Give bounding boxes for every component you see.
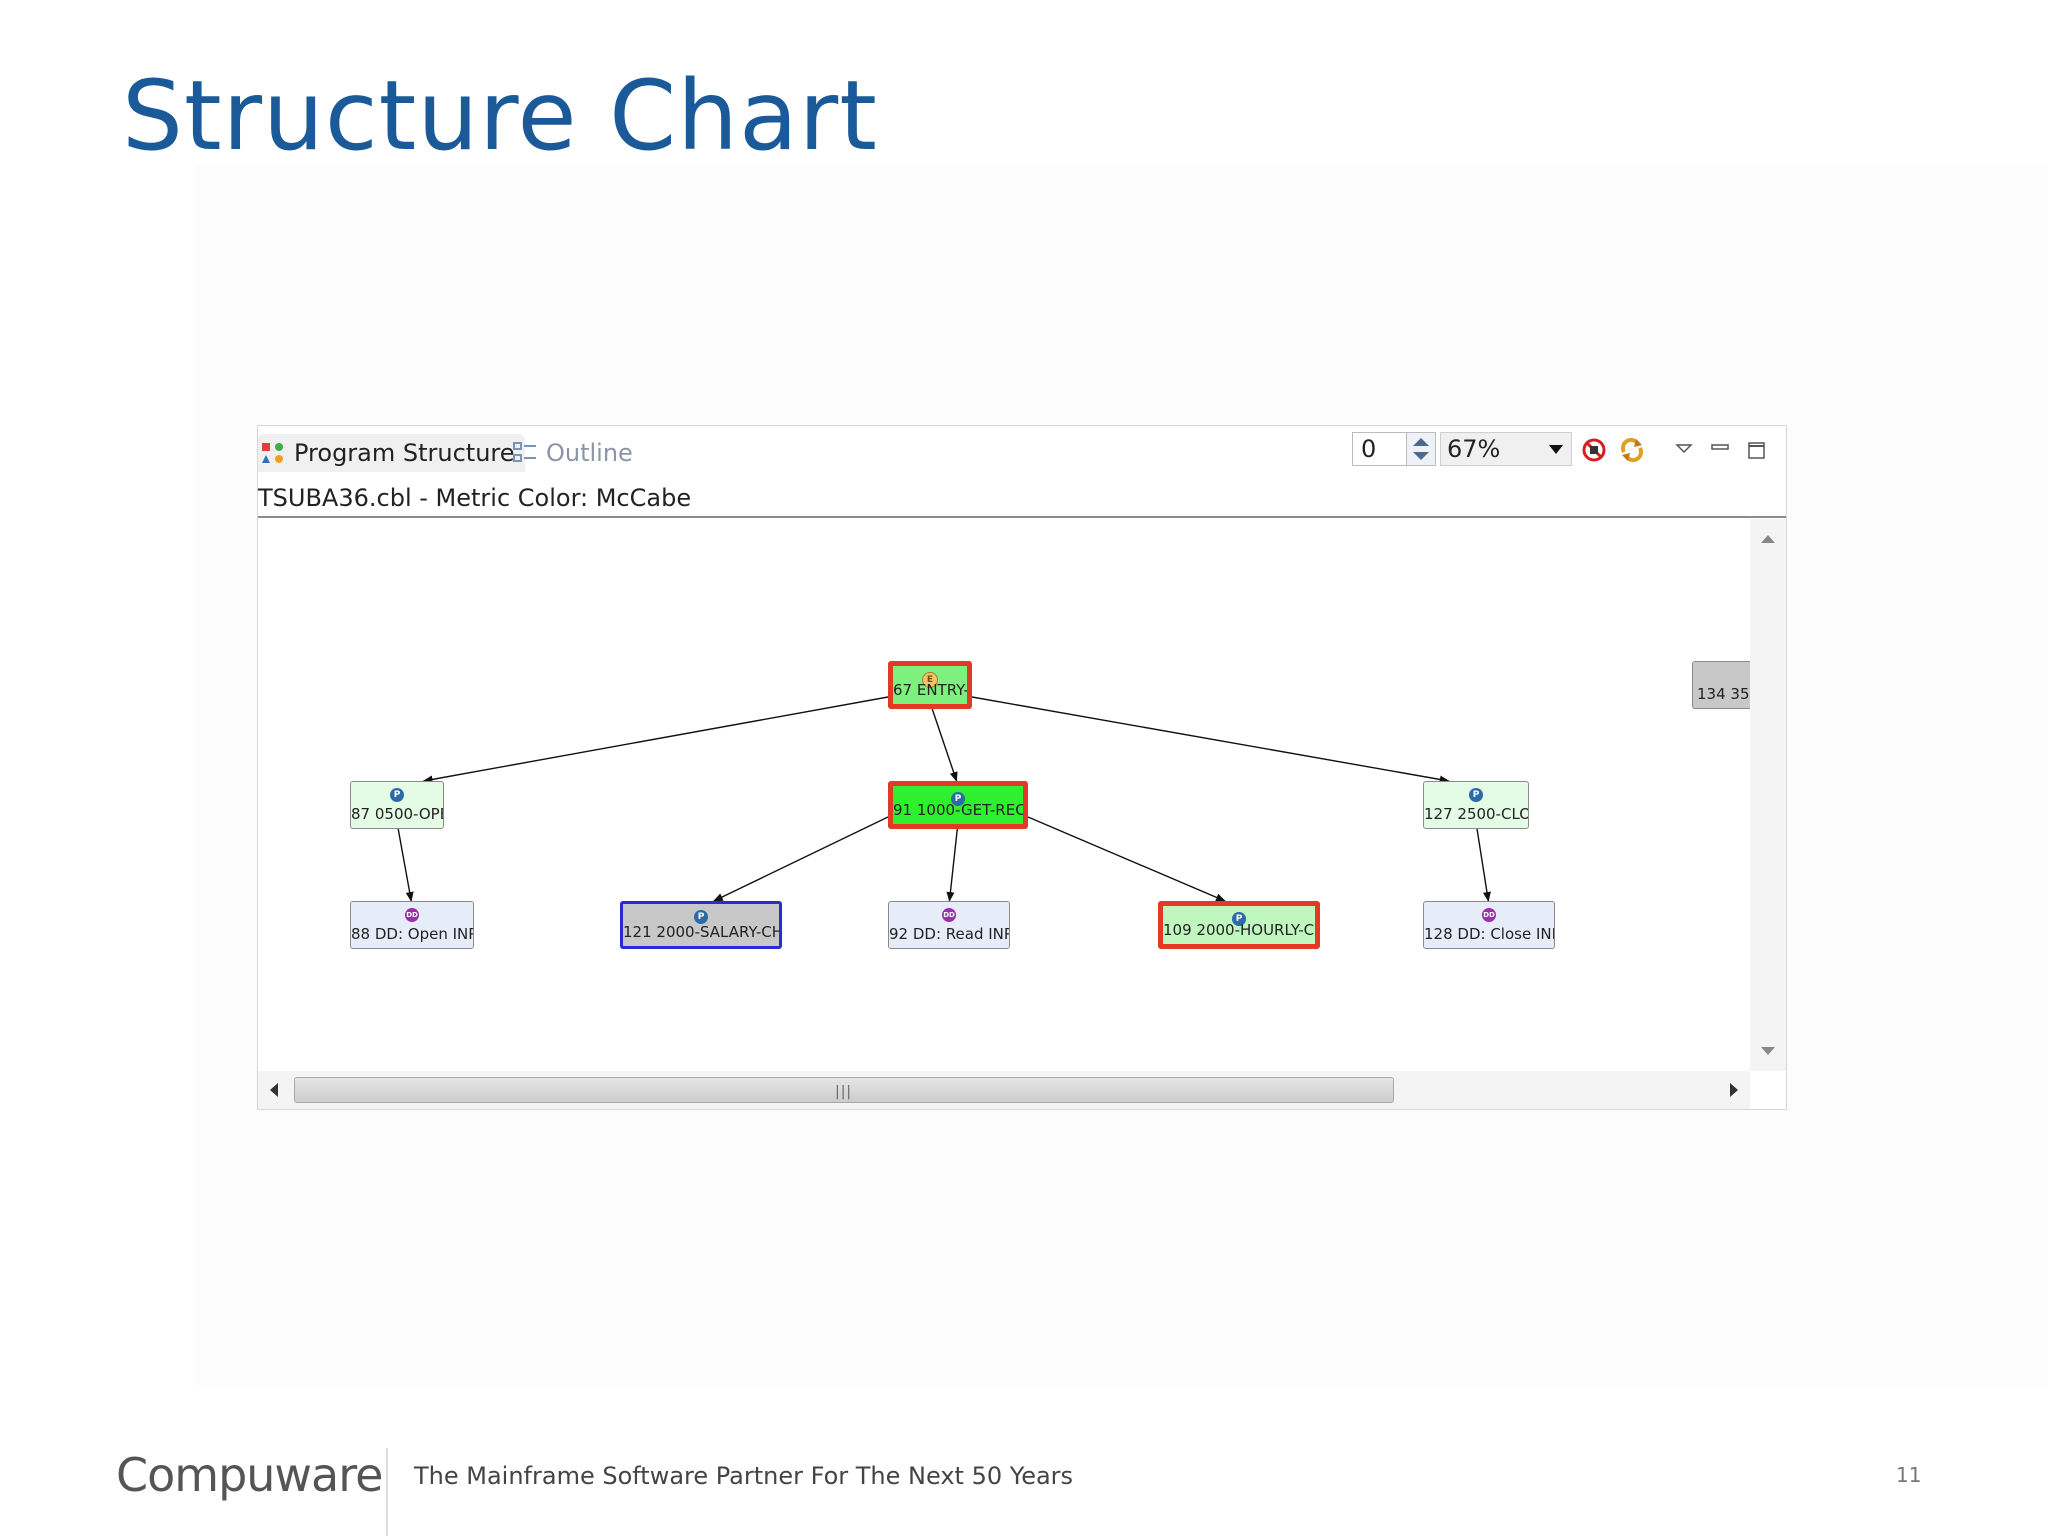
diagram-edge (931, 708, 958, 782)
diagram-node[interactable]: DD 88 DD: Open INPUT (350, 901, 474, 949)
diagram-node[interactable]: E67 ENTRY-67 (888, 661, 972, 709)
diagram-node-label: 91 1000-GET-RECORD (893, 801, 1026, 819)
minimize-icon[interactable] (1706, 436, 1734, 464)
diagram-edge (397, 828, 414, 902)
diagram-node[interactable]: P91 1000-GET-RECORD (888, 781, 1028, 829)
level-spinner-input[interactable]: 0 (1352, 432, 1410, 466)
diagram-edge (422, 696, 889, 784)
view-subtitle: TSUBA36.cbl - Metric Color: McCabe (258, 484, 692, 512)
scroll-grip-icon: ||| (835, 1084, 853, 1100)
diagram-node-label: 87 0500-OPEN (351, 805, 443, 823)
scroll-down-icon (1761, 1047, 1775, 1055)
slide-title: Structure Chart (122, 60, 878, 172)
diagram-node-label: 67 ENTRY-67 (893, 681, 969, 699)
paragraph-badge-icon: P (390, 788, 404, 802)
paragraph-badge-icon: P (694, 910, 708, 924)
program-structure-view: Program Structure Outline 0 67% (257, 425, 1787, 1110)
structure-chart-canvas[interactable]: E67 ENTRY-67P87 0500-OPENP91 1000-GET-RE… (258, 519, 1750, 1071)
filter-off-icon[interactable] (1580, 436, 1608, 464)
tab-outline-label: Outline (546, 439, 633, 467)
dd-badge-icon: DD (405, 908, 419, 922)
chevron-down-icon (1549, 445, 1563, 454)
view-menu-icon[interactable] (1670, 436, 1698, 464)
entry-badge-icon: E (922, 672, 938, 688)
diagram-edge (1476, 828, 1491, 902)
spinner-arrows[interactable] (1406, 432, 1436, 466)
diagram-node-label: 121 2000-SALARY-CHECK (623, 923, 782, 941)
diagram-edges (397, 696, 1491, 902)
diagram-node-label: 127 2500-CLOSE (1424, 805, 1528, 823)
diagram-edge (971, 696, 1450, 784)
diagram-edge (946, 828, 958, 902)
diagram-node[interactable]: P 127 2500-CLOSE (1423, 781, 1529, 829)
diagram-node[interactable]: P 87 0500-OPEN (350, 781, 444, 829)
paragraph-badge-icon: P (1232, 912, 1246, 926)
scroll-left-icon (270, 1083, 278, 1097)
diagram-node[interactable]: DD 128 DD: Close INPUT (1423, 901, 1555, 949)
tab-program-structure-label: Program Structure (294, 439, 515, 467)
diagram-node[interactable]: 134 35 (1692, 661, 1750, 709)
vertical-scrollbar[interactable] (1750, 519, 1786, 1071)
paragraph-badge-icon: P (1469, 788, 1483, 802)
diagram-node-label: 88 DD: Open INPUT (351, 925, 473, 943)
spinner-up-down-icon (1413, 438, 1429, 460)
zoom-select[interactable]: 67% (1440, 432, 1572, 466)
view-tab-bar: Program Structure Outline 0 67% (258, 426, 1786, 476)
diagram-edge (712, 816, 889, 902)
outline-icon (512, 440, 538, 466)
footer-tagline: The Mainframe Software Partner For The N… (414, 1462, 1074, 1490)
page-number: 11 (1896, 1463, 1922, 1487)
compuware-logo: Compuware (116, 1448, 383, 1502)
program-structure-icon (260, 440, 286, 466)
scroll-up-icon (1761, 535, 1775, 543)
diagram-node[interactable]: DD 92 DD: Read INPUT (888, 901, 1010, 949)
footer-divider (386, 1448, 388, 1536)
tab-program-structure[interactable]: Program Structure (258, 434, 525, 472)
diagram-node-label: 109 2000-HOURLY-CHECK (1163, 921, 1315, 939)
refresh-icon[interactable] (1618, 436, 1646, 464)
diagram-node-label: 134 35 (1697, 685, 1750, 703)
horizontal-scroll-thumb[interactable]: ||| (294, 1077, 1394, 1103)
scroll-right-icon (1730, 1083, 1738, 1097)
diagram-node-label: 92 DD: Read INPUT (889, 925, 1009, 943)
diagram-node-label: 128 DD: Close INPUT (1424, 925, 1554, 943)
subtitle-divider (258, 516, 1786, 518)
tab-outline[interactable]: Outline (512, 434, 633, 472)
dd-badge-icon: DD (942, 908, 956, 922)
dd-badge-icon: DD (1482, 908, 1496, 922)
paragraph-badge-icon: P (951, 792, 965, 806)
diagram-edge (1027, 816, 1226, 902)
zoom-value: 67% (1447, 435, 1501, 463)
horizontal-scrollbar[interactable]: ||| (258, 1071, 1750, 1109)
maximize-icon[interactable] (1742, 436, 1770, 464)
